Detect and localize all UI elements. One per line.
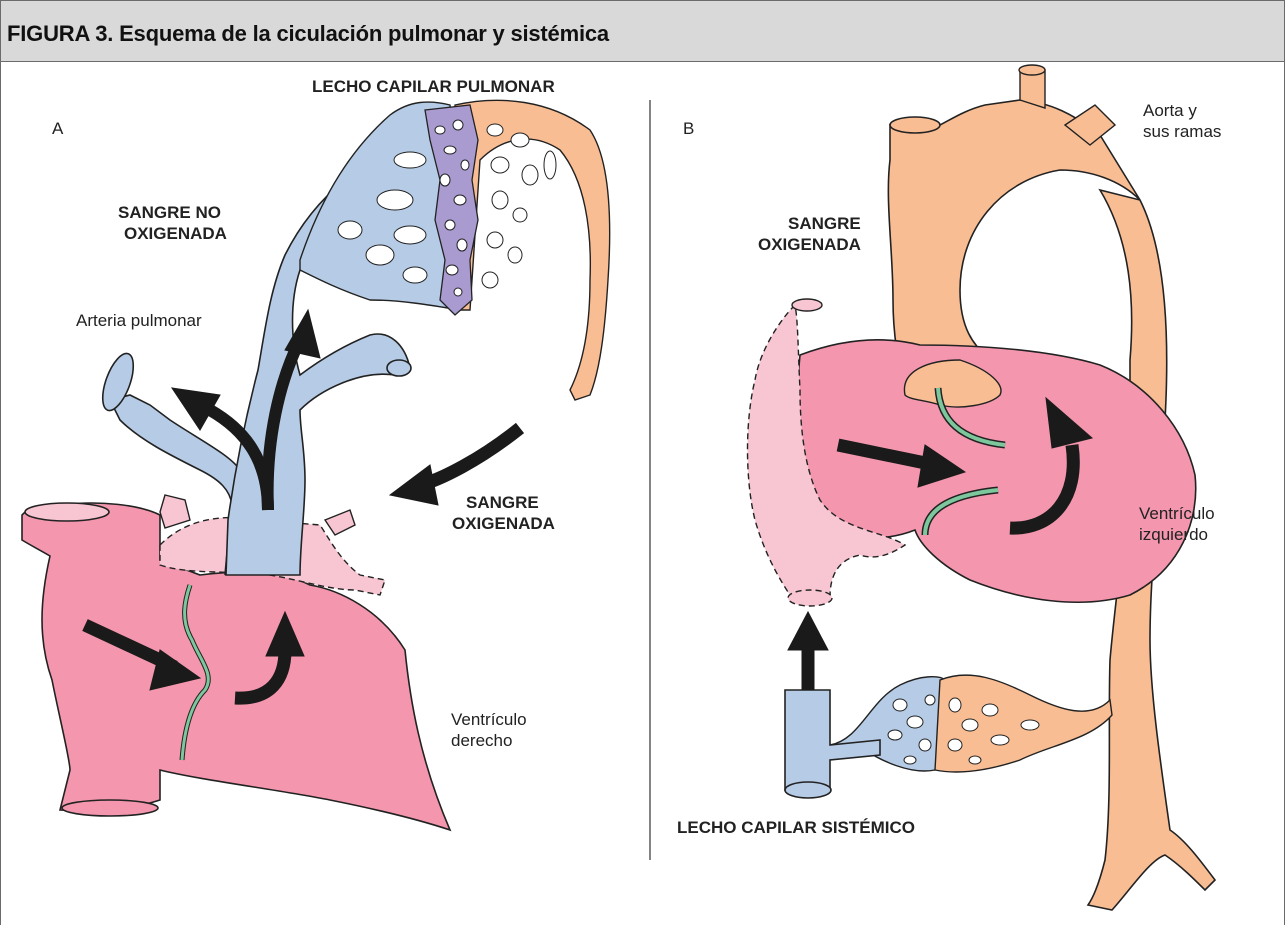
deoxygenated-label-line1: SANGRE NO — [118, 203, 221, 222]
aortic-arch-opening — [890, 117, 940, 133]
deoxygenated-label-line2: OXIGENADA — [124, 224, 227, 243]
oxygenated-label-b-line1: SANGRE — [788, 214, 861, 233]
systemic-capillary-bed-label: LECHO CAPILAR SISTÉMICO — [677, 818, 915, 837]
panel-a-letter: A — [52, 119, 64, 138]
panel-a: A LECHO CAPILAR PULMONAR SANGRE NO OXIGE… — [22, 77, 610, 830]
pulmonary-capillary-orange — [455, 100, 610, 400]
atrium-stub-right — [325, 510, 355, 535]
atrium-b-top-opening — [792, 299, 822, 311]
atrium-stub-left — [160, 495, 190, 528]
aorta-label-line1: Aorta y — [1143, 101, 1197, 120]
pulmonary-capillary-bed-label: LECHO CAPILAR PULMONAR — [312, 77, 555, 96]
systemic-vein-opening — [785, 782, 831, 798]
vena-cava-top — [25, 503, 109, 521]
vena-cava-bottom — [62, 800, 158, 816]
left-ventricle-label-line1: Ventrículo — [1139, 504, 1215, 523]
oxygenated-label-a-line1: SANGRE — [466, 493, 539, 512]
right-ventricle-label-line1: Ventrículo — [451, 710, 527, 729]
panel-b-letter: B — [683, 119, 694, 138]
oxygenated-label-b-line2: OXIGENADA — [758, 235, 861, 254]
atrium-b-bottom-opening — [788, 590, 832, 606]
aorta-label-line2: sus ramas — [1143, 122, 1221, 141]
pulmonary-artery-label: Arteria pulmonar — [76, 311, 202, 330]
right-ventricle-label-line2: derecho — [451, 731, 512, 750]
left-ventricle-label-line2: izquierdo — [1139, 525, 1208, 544]
panel-b: B Aorta y sus ramas SANGRE OXIGENADA Ven… — [677, 65, 1221, 910]
oxygenated-label-a-line2: OXIGENADA — [452, 514, 555, 533]
pulmonary-artery-right-opening — [387, 360, 411, 376]
